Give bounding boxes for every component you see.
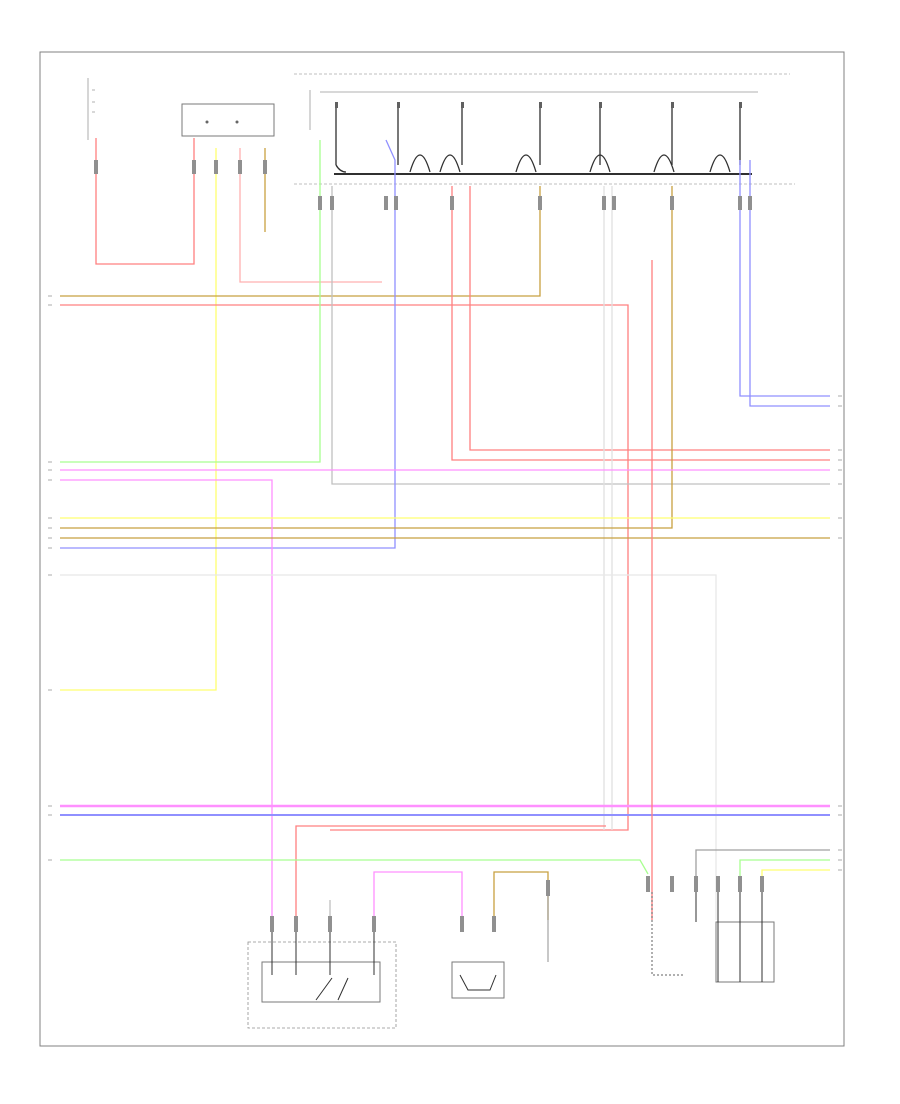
right-terminals: [838, 395, 842, 871]
fuse-relay-box: [294, 73, 795, 185]
wires: [60, 138, 830, 920]
junction-relay-block: [181, 103, 275, 137]
left-terminals: [48, 295, 52, 861]
circuit-opening-relay: [247, 932, 397, 1029]
diagram-frame: [39, 51, 845, 1047]
fuel-pump-switch: [451, 961, 505, 999]
connector-pins: [94, 160, 764, 932]
battery-fuse: [87, 78, 95, 140]
throttle-position-sensor: [651, 892, 775, 983]
